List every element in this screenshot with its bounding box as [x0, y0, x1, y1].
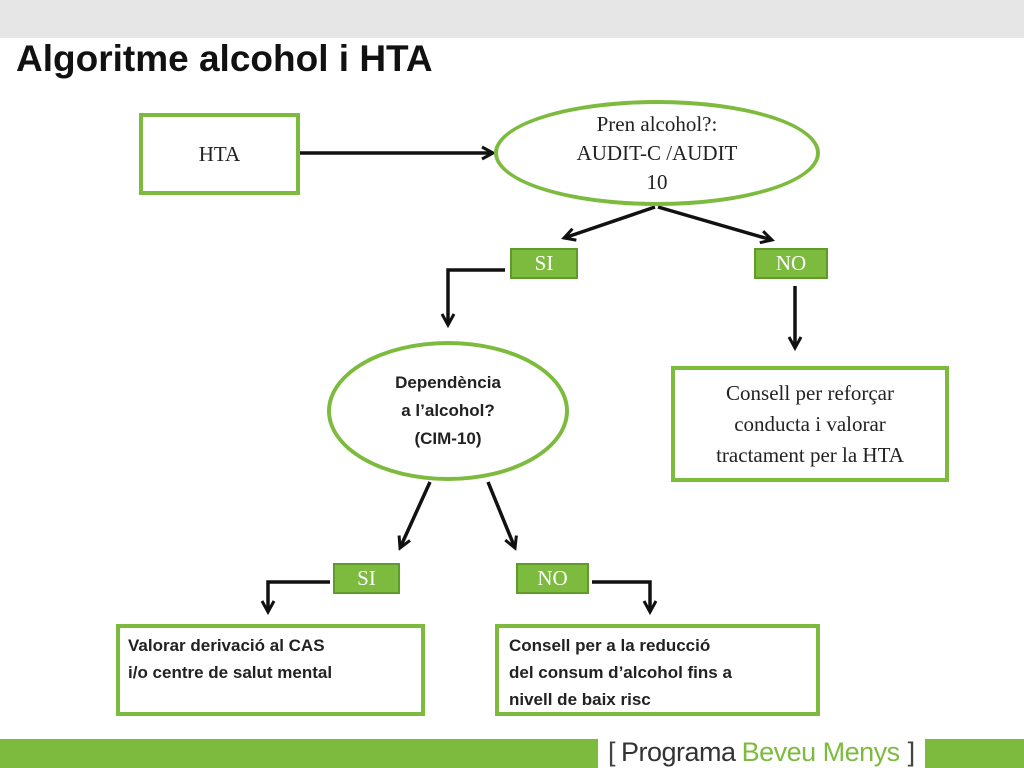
- slide-title: Algoritme alcohol i HTA: [16, 38, 433, 79]
- si-tag-2: SI: [333, 563, 400, 594]
- top-bar: [0, 0, 1024, 38]
- hta-label: HTA: [198, 142, 241, 166]
- footer-close-bracket: ]: [907, 737, 916, 767]
- si-tag-1: SI: [510, 248, 578, 279]
- dependencia-line-3: (CIM-10): [414, 429, 482, 448]
- consell-hta-line-3: tractament per la HTA: [716, 442, 904, 467]
- footer-open-bracket: [: [608, 737, 616, 767]
- pren-alcohol-ellipse: Pren alcohol?: AUDIT-C /AUDIT 10: [494, 100, 820, 206]
- arrow-dependencia-to-si: [400, 481, 432, 548]
- hta-box: HTA: [139, 113, 300, 195]
- arrow-no-to-reduccio: [592, 580, 650, 612]
- arrow-pren-to-si: [564, 205, 656, 238]
- consell-hta-line-1: Consell per reforçar: [726, 380, 894, 405]
- dependencia-line-2: a l’alcohol?: [401, 401, 495, 420]
- program-logo: [ Programa Beveu Menys ]: [598, 737, 925, 768]
- reduccio-line-3: nivell de baix risc: [509, 690, 651, 709]
- no-tag-2: NO: [516, 563, 589, 594]
- footer-brand: Beveu Menys: [741, 737, 901, 767]
- reduccio-line-2: del consum d’alcohol fins a: [509, 663, 732, 682]
- si-tag-2-label: SI: [357, 566, 376, 590]
- pren-alcohol-line-3: 10: [646, 169, 668, 194]
- dependencia-ellipse: Dependència a l’alcohol? (CIM-10): [327, 341, 569, 481]
- arrow-dependencia-to-no: [486, 481, 515, 548]
- dependencia-line-1: Dependència: [395, 373, 501, 392]
- arrow-si-to-dependencia: [448, 268, 505, 325]
- consell-hta-box: Consell per reforçar conducta i valorar …: [671, 366, 949, 482]
- arrow-si-to-derivacio: [268, 580, 330, 612]
- si-tag-1-label: SI: [534, 251, 554, 275]
- no-tag-1: NO: [754, 248, 828, 279]
- reduccio-box: Consell per a la reducció del consum d’a…: [495, 624, 820, 716]
- derivacio-line-1: Valorar derivació al CAS: [128, 636, 325, 655]
- pren-alcohol-line-1: Pren alcohol?:: [596, 111, 718, 136]
- arrow-pren-to-no: [657, 205, 772, 240]
- derivacio-line-2: i/o centre de salut mental: [128, 663, 333, 682]
- no-tag-2-label: NO: [537, 566, 568, 590]
- reduccio-line-1: Consell per a la reducció: [509, 636, 711, 655]
- pren-alcohol-line-2: AUDIT-C /AUDIT: [576, 140, 738, 165]
- footer-program: Programa: [621, 737, 736, 767]
- no-tag-1-label: NO: [775, 251, 807, 275]
- consell-hta-line-2: conducta i valorar: [734, 411, 886, 436]
- derivacio-box: Valorar derivació al CAS i/o centre de s…: [116, 624, 425, 716]
